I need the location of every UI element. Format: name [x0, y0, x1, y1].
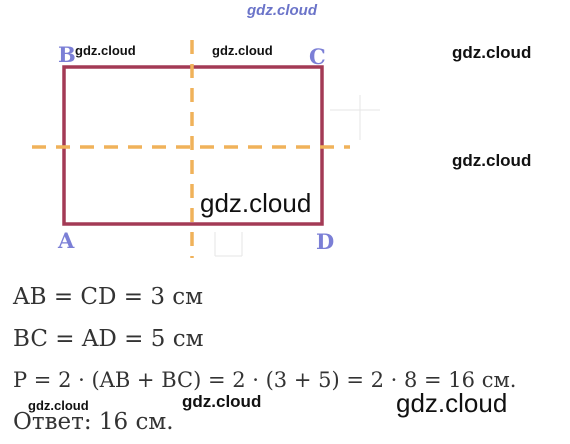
- vertex-label-a: A: [58, 228, 75, 253]
- equation-perimeter: P = 2 · (AB + BC) = 2 · (3 + 5) = 2 · 8 …: [13, 368, 517, 392]
- equation-ab-cd: AB = CD = 3 см: [13, 284, 204, 310]
- vertex-label-b: B: [58, 42, 76, 67]
- answer-line: Ответ: 16 см.: [13, 409, 174, 435]
- vertex-label-c: C: [309, 44, 326, 69]
- faint-grid: [214, 95, 380, 257]
- watermark-bottom-right: gdz.cloud: [396, 388, 508, 418]
- watermark-bottom-left: gdz.cloud: [28, 398, 89, 413]
- watermark-near-c: gdz.cloud: [212, 43, 273, 58]
- watermark-right-top: gdz.cloud: [452, 43, 532, 62]
- watermark-near-b: gdz.cloud: [75, 43, 136, 58]
- watermark-bottom-mid: gdz.cloud: [182, 392, 262, 411]
- watermark-top: gdz.cloud: [247, 2, 317, 19]
- watermark-center: gdz.cloud: [200, 188, 312, 218]
- equation-bc-ad: BC = AD = 5 см: [13, 326, 204, 352]
- watermark-right-mid: gdz.cloud: [452, 151, 532, 170]
- vertex-label-d: D: [316, 229, 335, 254]
